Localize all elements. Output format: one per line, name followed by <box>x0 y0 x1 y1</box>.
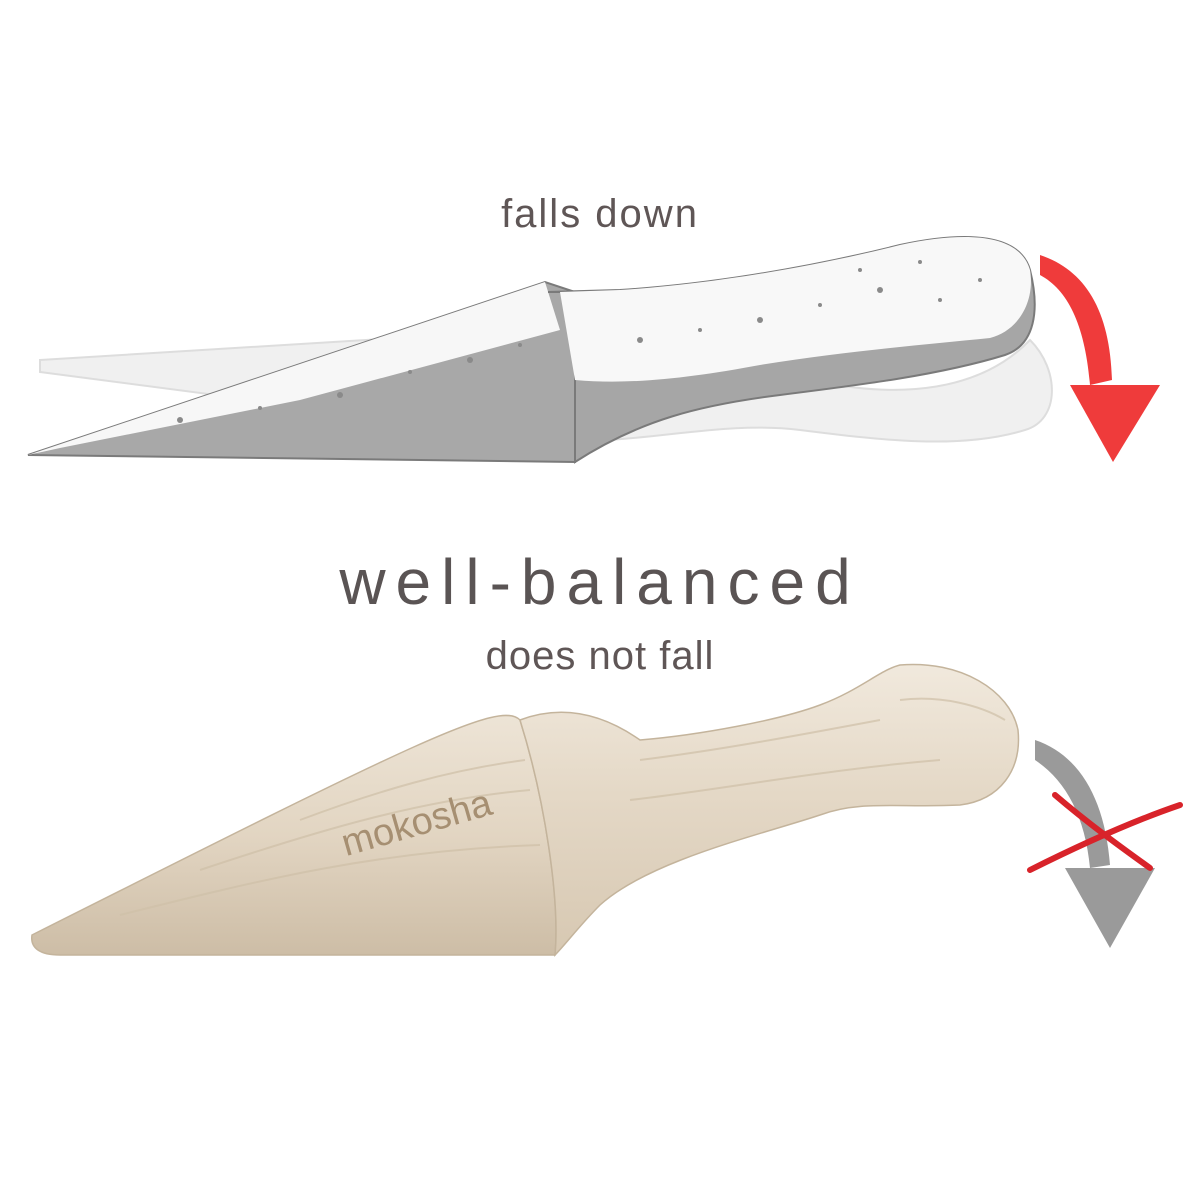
curved-down-arrow-icon-red <box>1040 255 1160 462</box>
unbalanced-tool <box>27 236 1036 464</box>
curved-down-arrow-icon-gray <box>1035 740 1155 948</box>
well-balanced-heading: well-balanced <box>339 546 861 618</box>
does-not-fall-caption: does not fall <box>485 634 715 678</box>
cross-mark-icon <box>1027 792 1183 873</box>
falls-down-caption: falls down <box>501 192 699 236</box>
wooden-tool <box>31 663 1020 957</box>
